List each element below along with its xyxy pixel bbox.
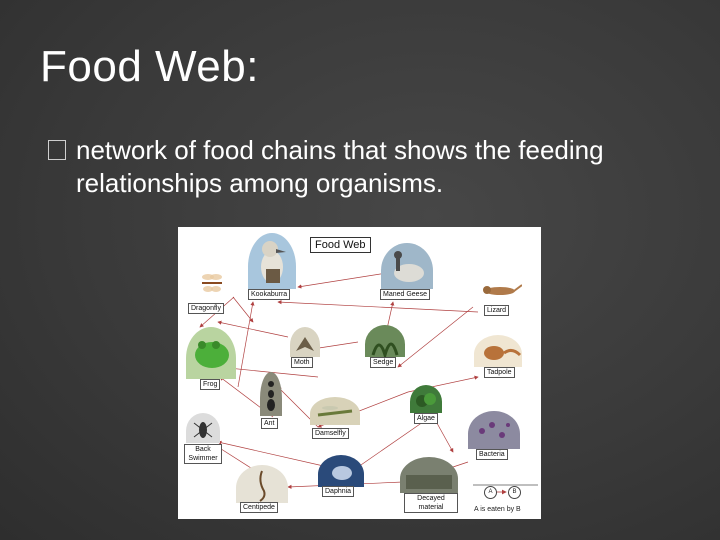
bacteria-icon — [479, 422, 510, 438]
decayed-material-icon — [406, 475, 452, 489]
damselfly-icon — [317, 406, 353, 417]
dragonfly-icon — [202, 274, 222, 292]
damselfly-label: Damselfly — [312, 428, 349, 439]
centipede-card — [236, 465, 288, 503]
bullet-box-icon — [48, 140, 66, 160]
maned-geese-label: Maned Geese — [380, 289, 430, 300]
legend-label: A is eaten by B — [474, 506, 521, 513]
moth-card — [290, 327, 320, 357]
daphnia-card — [318, 455, 364, 487]
arrow — [237, 301, 255, 388]
ant-label: Ant — [261, 418, 278, 429]
sedge-card — [365, 325, 405, 357]
lizard-label: Lizard — [484, 305, 510, 316]
ant-icon — [267, 381, 275, 411]
tadpole-label: Tadpole — [484, 367, 515, 378]
algae-card — [410, 385, 442, 413]
centipede-label: Centipede — [240, 502, 278, 513]
sedge-icon — [371, 342, 399, 357]
dragonfly-label: Dragonfly — [188, 303, 224, 314]
ant-card — [260, 372, 282, 416]
moth-label: Moth — [291, 357, 313, 368]
back-swimmer-icon — [193, 422, 213, 438]
arrow — [277, 300, 479, 313]
sedge-label: Sedge — [370, 357, 397, 368]
legend-circle-a: A — [484, 486, 497, 499]
legend-circle-b: B — [508, 486, 521, 499]
food-web-title: Food Web — [310, 237, 371, 253]
kookaburra-icon — [261, 241, 286, 283]
algae-label: Algae — [414, 413, 438, 424]
tadpole-card — [474, 335, 522, 367]
bacteria-label: Bacteria — [476, 449, 508, 460]
arrow — [397, 306, 474, 368]
decayed-material-label: Decayed material — [404, 493, 458, 513]
dragonfly-card — [192, 265, 232, 305]
frog-label: Frog — [200, 379, 221, 390]
bacteria-card — [468, 411, 520, 449]
frog-icon — [195, 341, 229, 368]
maned-geese-card — [381, 243, 433, 289]
algae-icon — [416, 393, 436, 407]
back-swimmer-card — [186, 413, 220, 443]
tadpole-icon — [484, 346, 522, 360]
daphnia-icon — [332, 466, 352, 480]
centipede-icon — [259, 470, 266, 502]
damselfly-card — [310, 397, 360, 425]
food-web-diagram: Food Web Dragonfly Kookaburra Maned Gees — [178, 227, 541, 519]
moth-icon — [296, 337, 314, 351]
kookaburra-label: Kookaburra — [248, 289, 291, 300]
back-swimmer-label: Back Swimmer — [184, 444, 222, 464]
arrow — [217, 440, 329, 468]
goose-icon — [394, 251, 424, 282]
bullet-text: network of food chains that shows the fe… — [76, 135, 604, 198]
lizard-icon — [483, 284, 522, 295]
arrow — [232, 296, 254, 323]
decayed-material-card — [400, 457, 458, 493]
arrow — [357, 421, 424, 468]
slide-title: Food Web: — [40, 42, 259, 91]
lizard-card — [478, 271, 522, 305]
kookaburra-card — [248, 233, 296, 289]
arrow — [217, 320, 289, 338]
frog-card — [186, 327, 236, 379]
arrow — [297, 271, 394, 289]
daphnia-label: Daphnia — [322, 486, 355, 497]
